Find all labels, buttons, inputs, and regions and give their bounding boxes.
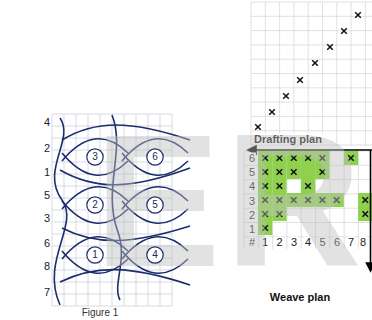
circled-number: 2 <box>86 196 104 214</box>
cross-mark <box>341 28 347 34</box>
cross-mark <box>297 77 303 83</box>
cross-mark <box>327 44 333 50</box>
circle-number: 2 <box>92 200 98 210</box>
arrowhead <box>367 263 372 271</box>
watermark: ER <box>94 105 366 295</box>
index-number: 1 <box>43 167 51 178</box>
circled-number: 4 <box>146 246 164 264</box>
grid-line <box>251 16 372 17</box>
cross-mark <box>283 93 289 99</box>
index-number: 2 <box>43 143 51 154</box>
index-number: 3 <box>43 213 51 224</box>
circle-number: 4 <box>152 250 158 260</box>
circled-number: 3 <box>86 148 104 166</box>
circle-number: 1 <box>92 250 98 260</box>
grid-line <box>251 87 372 88</box>
circle-number: 5 <box>152 200 158 210</box>
grid-line <box>251 73 372 74</box>
circled-number: 5 <box>146 196 164 214</box>
circled-number: 6 <box>146 148 164 166</box>
grid-line <box>52 306 172 307</box>
cross-mark <box>355 12 361 18</box>
cross-mark <box>312 60 318 66</box>
grid-line <box>251 2 372 3</box>
index-number: 7 <box>43 287 51 298</box>
circle-number: 6 <box>152 152 158 162</box>
grid-line <box>251 30 372 31</box>
figure-caption: Figure 1 <box>82 308 119 318</box>
circle-number: 3 <box>92 152 98 162</box>
yarn-curve <box>54 118 67 305</box>
grid-line <box>251 59 372 60</box>
index-number: 6 <box>43 238 51 249</box>
arrow-line <box>370 150 372 266</box>
circled-number: 1 <box>86 246 104 264</box>
index-number: 5 <box>43 190 51 201</box>
index-number: 4 <box>43 117 51 128</box>
index-number: 8 <box>43 261 51 272</box>
grid-line <box>251 102 372 103</box>
grid-line <box>251 44 372 45</box>
